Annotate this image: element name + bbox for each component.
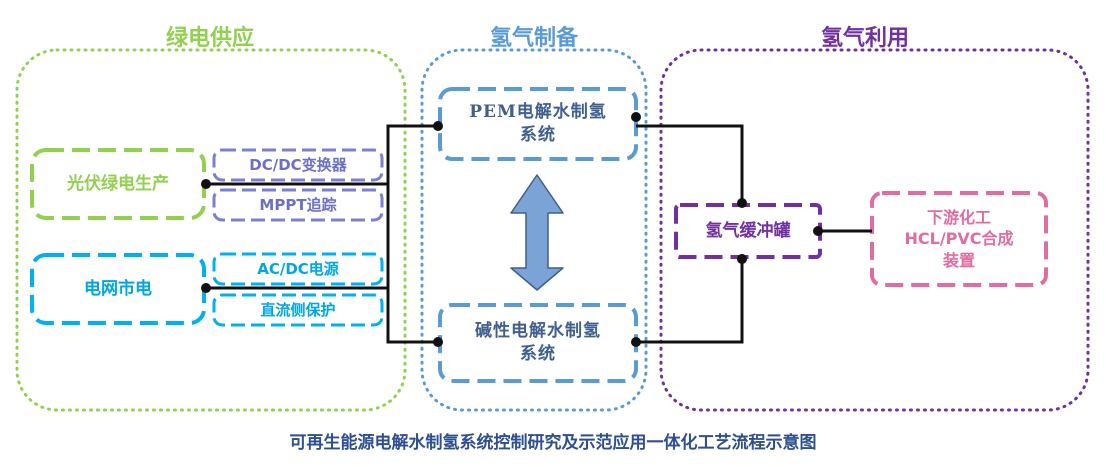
- dcprot-label: 直流侧保护: [260, 300, 336, 319]
- mppt-label: MPPT追踪: [259, 195, 337, 214]
- connection-lines: [204, 124, 872, 344]
- dcprot-box: [212, 293, 384, 327]
- bidirectional-arrow: [510, 174, 564, 291]
- green-power-title: 绿电供应: [165, 26, 254, 51]
- hydrogen-production-section: [420, 48, 648, 412]
- pv-label: 光伏绿电生产: [67, 173, 169, 194]
- alk-label: 碱性电解水制氢 系统: [440, 305, 636, 381]
- pem-label-line1: PEM电解水制氢: [469, 102, 607, 123]
- downstream-label-line2: HCL/PVC合成: [904, 229, 1014, 249]
- diagram-caption: 可再生能源电解水制氢系统控制研究及示范应用一体化工艺流程示意图: [289, 433, 817, 453]
- grid-label: 电网市电: [84, 278, 152, 299]
- downstream-label-line3: 装置: [942, 250, 975, 270]
- pem-label: PEM电解水制氢 系统: [440, 89, 636, 159]
- hydrogen-usage-section: [659, 48, 1090, 412]
- dcdc-box: [212, 148, 384, 182]
- downstream-label: 下游化工 HCL/PVC合成 装置: [872, 193, 1046, 285]
- downstream-label-line1: 下游化工: [926, 207, 991, 227]
- green-power-section: [15, 48, 407, 412]
- alk-label-line2: 系统: [520, 344, 556, 364]
- buffer-label: 氢气缓冲罐: [705, 220, 791, 241]
- acdc-label: AC/DC电源: [257, 259, 339, 278]
- pem-label-line2: 系统: [520, 125, 556, 145]
- junction-dots: [201, 112, 823, 347]
- hydrogen-production-title: 氢气制备: [489, 26, 578, 51]
- acdc-box: [212, 252, 384, 286]
- downstream-box: [870, 191, 1048, 287]
- dcdc-label: DC/DC变换器: [249, 155, 347, 174]
- alk-label-line1: 碱性电解水制氢: [475, 321, 601, 342]
- hydrogen-usage-title: 氢气利用: [820, 26, 909, 51]
- mppt-box: [212, 188, 384, 222]
